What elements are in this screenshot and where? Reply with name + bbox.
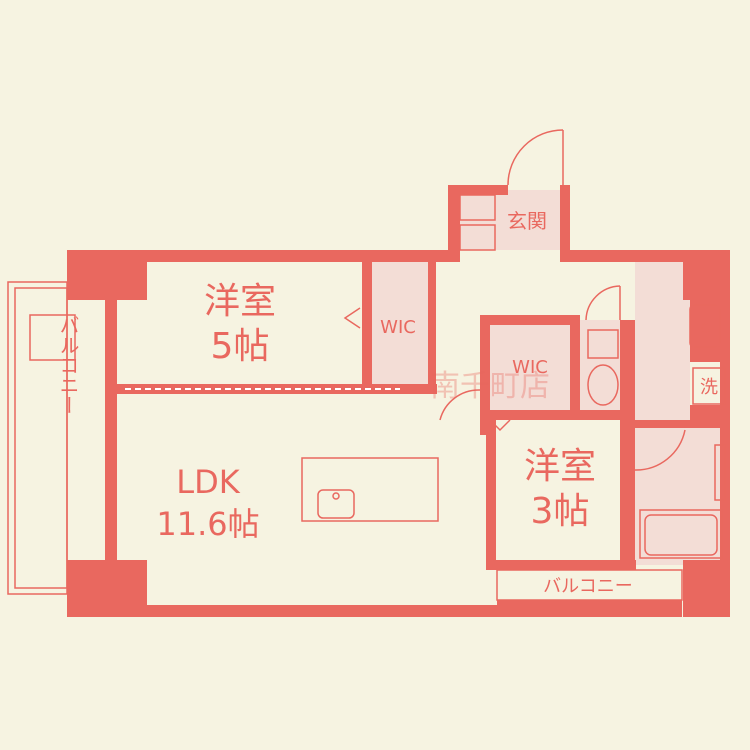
room-ldk-name: LDK [176, 463, 240, 501]
balcony-bottom-label: バルコニー [543, 576, 633, 597]
wic-lower-label: WIC [512, 357, 548, 378]
wic-lower-area [488, 320, 573, 410]
room-western-5-size: 5帖 [211, 326, 270, 367]
balcony-left [7, 281, 76, 595]
room-western-3-size: 3帖 [531, 491, 590, 532]
wash-basin [689, 304, 721, 348]
kitchen-island [301, 457, 439, 522]
wic-upper-area [372, 262, 430, 384]
balcony-left-label: バルコニー [56, 315, 80, 415]
doors [343, 129, 686, 471]
room-ldk-size: 11.6帖 [156, 505, 259, 543]
washer-label: 洗 [700, 377, 718, 398]
bathroom-area [635, 425, 720, 565]
room-western-5-name: 洋室 [204, 281, 276, 322]
toilet-fixture [587, 329, 619, 406]
bathtub [639, 444, 726, 559]
washroom-area [635, 262, 690, 422]
room-western-3-name: 洋室 [524, 446, 596, 487]
balcony-bottom [496, 569, 683, 601]
washer-box [692, 367, 726, 405]
watermark: 南千町店 [430, 369, 550, 404]
entrance-shoebox [459, 194, 496, 251]
entrance-label: 玄関 [507, 209, 547, 233]
wic-upper-label: WIC [380, 317, 416, 338]
